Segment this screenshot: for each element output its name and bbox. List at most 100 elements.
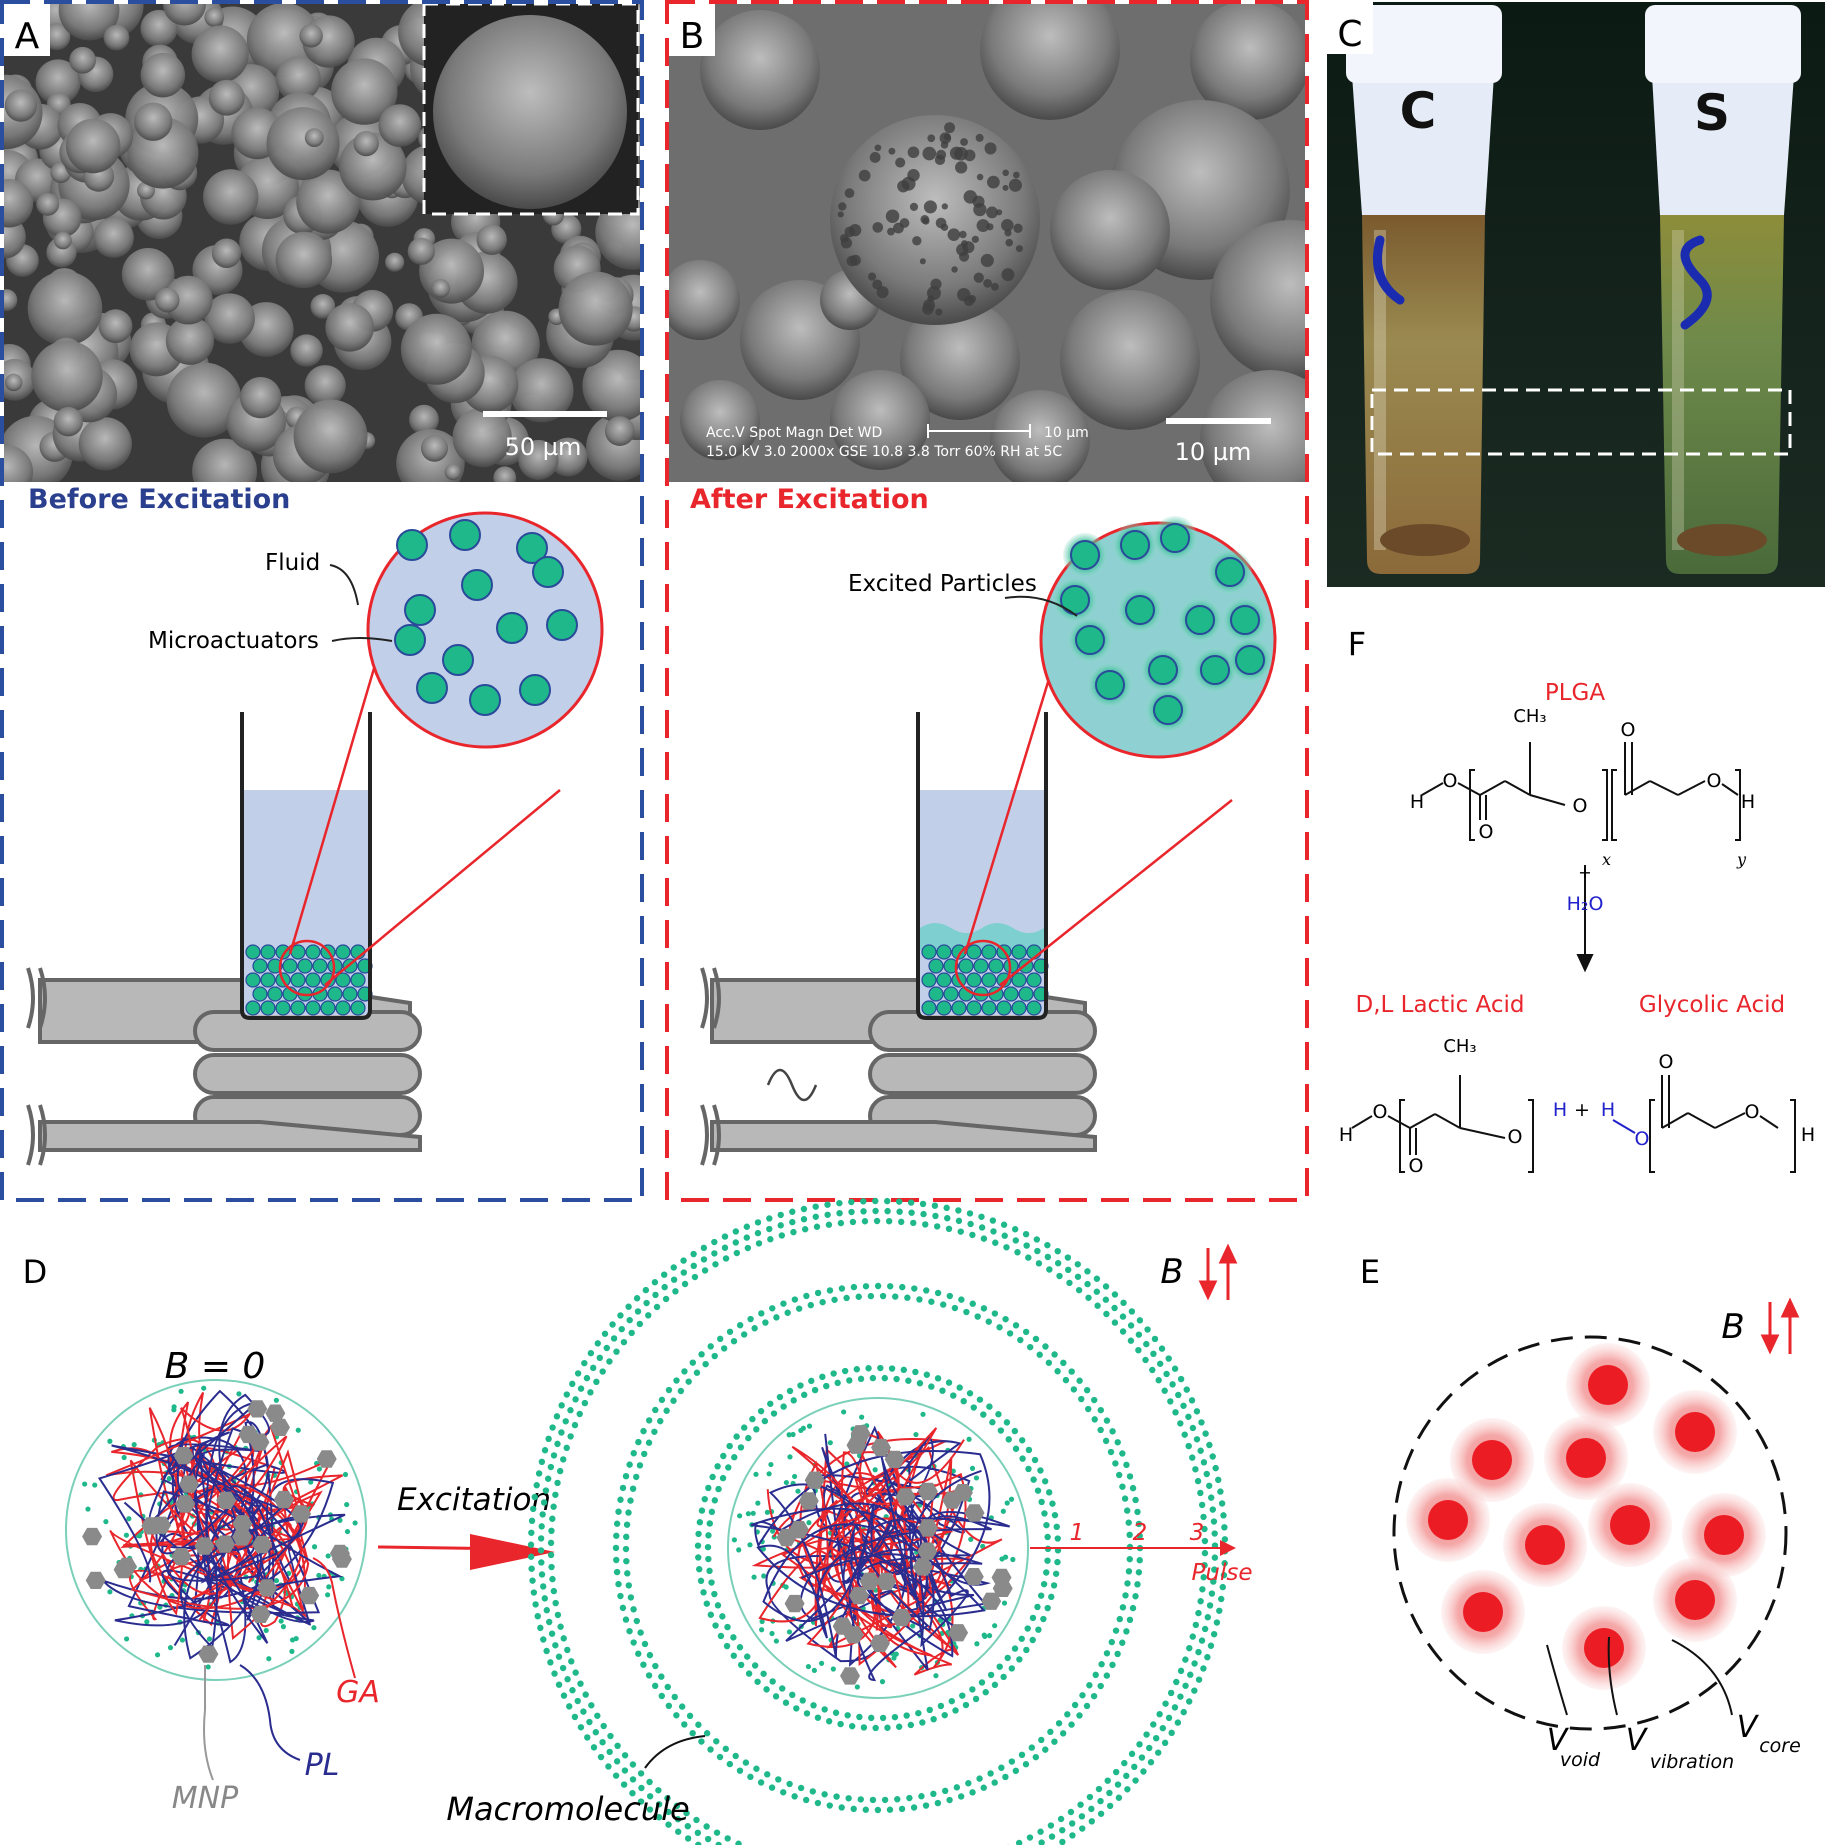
macromolecule-dot [1186, 1698, 1193, 1705]
macromolecule-dot [967, 1220, 974, 1228]
macromolecule-dot [548, 1630, 556, 1637]
macromolecule-dot [952, 1707, 959, 1714]
plus-sign: + [1578, 863, 1591, 882]
macromolecule-dot [545, 1435, 552, 1443]
macromolecule-dot [1211, 1530, 1218, 1537]
macromolecule-dot [657, 1417, 664, 1425]
tube-particle [312, 958, 328, 974]
macromolecule-dot [1192, 1466, 1199, 1473]
macromolecule-dot [837, 1219, 845, 1227]
zoom-circle-a [288, 511, 604, 986]
magnetic-nanoparticle [82, 1527, 103, 1546]
tube-particle [973, 958, 989, 974]
panel-e: E B V void V vibration V core [1360, 1253, 1801, 1773]
tube-particle [958, 958, 974, 974]
sem-sphere [103, 24, 130, 51]
macromolecule-dot [572, 1669, 579, 1676]
macromolecule-dot [879, 1292, 887, 1300]
macromolecule-dot [1150, 1350, 1157, 1358]
sem-pore [1001, 218, 1014, 232]
macromolecule-dot [538, 1559, 545, 1566]
macromolecule-dot [934, 1375, 942, 1382]
macromolecule-dot [1067, 1808, 1075, 1816]
magnetic-nanoparticle [265, 1404, 286, 1422]
macromolecule-dot [732, 1752, 739, 1760]
macromolecule-dot [1201, 1625, 1209, 1633]
macromolecule-dot [769, 1678, 776, 1685]
macromolecule-dot [1107, 1448, 1115, 1456]
magnetic-nanoparticle [179, 1475, 199, 1493]
ring-1-label: 1 [1070, 1520, 1085, 1546]
macromolecule-dot [800, 1216, 808, 1223]
macromolecule-dot [884, 1197, 891, 1205]
macromolecule-dot [651, 1682, 659, 1690]
sem-pore [1002, 184, 1009, 191]
macromolecule-dot [776, 1393, 784, 1401]
macromolecule-dot [926, 1706, 933, 1714]
particle-core [1704, 1515, 1744, 1555]
tube-particle [943, 986, 959, 1002]
macromolecule-dot [559, 1664, 567, 1672]
macromolecule-dot [1088, 1818, 1096, 1825]
excited-particle [1230, 605, 1260, 635]
macromolecule-dot [1150, 1721, 1157, 1728]
macromolecule-dot [723, 1642, 731, 1650]
sem-sphere [4, 373, 23, 392]
macromolecule-dot [646, 1778, 653, 1786]
macromolecule-dot [1155, 1749, 1162, 1756]
macromolecule-dot [978, 1213, 985, 1220]
mnp-label: MNP [172, 1781, 239, 1816]
sem-sphere [669, 260, 740, 340]
macromolecule-dot [653, 1303, 661, 1311]
macromolecule-dot [807, 1301, 815, 1309]
macromolecule-dot [1085, 1405, 1092, 1413]
macromolecule-dot [1149, 1366, 1156, 1374]
macromolecule-dot [1135, 1346, 1142, 1354]
macromolecule-dot [1038, 1736, 1045, 1744]
macromolecule-dot [803, 1710, 811, 1717]
macromolecule-dot [1181, 1431, 1188, 1438]
polymer-chain [750, 1432, 1011, 1682]
macromolecule-dot [1054, 1535, 1061, 1542]
macromolecule-dot [1132, 1593, 1139, 1600]
macromolecule-dot [554, 1479, 561, 1487]
macromolecule-dot [619, 1604, 627, 1612]
magnetic-nanoparticle [840, 1667, 860, 1685]
macromolecule-dot [577, 1680, 584, 1687]
plga-o1: O [1443, 770, 1458, 792]
macromolecule-dot [1045, 1489, 1053, 1496]
sem-pore [973, 272, 984, 283]
macromolecule-dot [562, 1418, 569, 1425]
macromolecule-dot [708, 1508, 716, 1516]
sem-pore [1013, 223, 1023, 233]
plga-subscript-y: y [1736, 850, 1747, 869]
macromolecule-dot [722, 1745, 730, 1753]
macromolecule-dot [848, 1198, 855, 1206]
sem-pore [956, 243, 969, 256]
macromolecule-dot [1012, 1445, 1020, 1452]
macromolecule-dot [1220, 1571, 1228, 1579]
zoom-particle [416, 672, 448, 704]
macromolecule-dot [841, 1367, 849, 1375]
macromolecule-dot [1044, 1604, 1051, 1612]
macromolecule-dot [810, 1702, 817, 1709]
macromolecule-dot [846, 1377, 853, 1384]
macromolecule-dot [1136, 1741, 1143, 1748]
macromolecule-dot [1219, 1583, 1226, 1591]
macromolecule-dot [1019, 1437, 1026, 1444]
macromolecule-dot [707, 1611, 715, 1618]
macromolecule-dot [642, 1286, 650, 1294]
tube-particle [966, 944, 982, 960]
magnetic-nanoparticle [175, 1495, 196, 1513]
sem-sphere [293, 399, 368, 474]
macromolecule-dot [1022, 1230, 1030, 1238]
macromolecule-dot [1193, 1436, 1201, 1443]
macromolecule-dot [695, 1530, 702, 1538]
panel-d-letter: D [23, 1253, 48, 1291]
vial-highlight-box [1370, 388, 1792, 456]
macromolecule-dot [872, 1207, 879, 1215]
macromolecule-dot [672, 1288, 679, 1295]
magnetic-nanoparticle [917, 1482, 938, 1501]
plga-h-left: H [1410, 791, 1424, 813]
macromolecule-dot [630, 1606, 637, 1613]
